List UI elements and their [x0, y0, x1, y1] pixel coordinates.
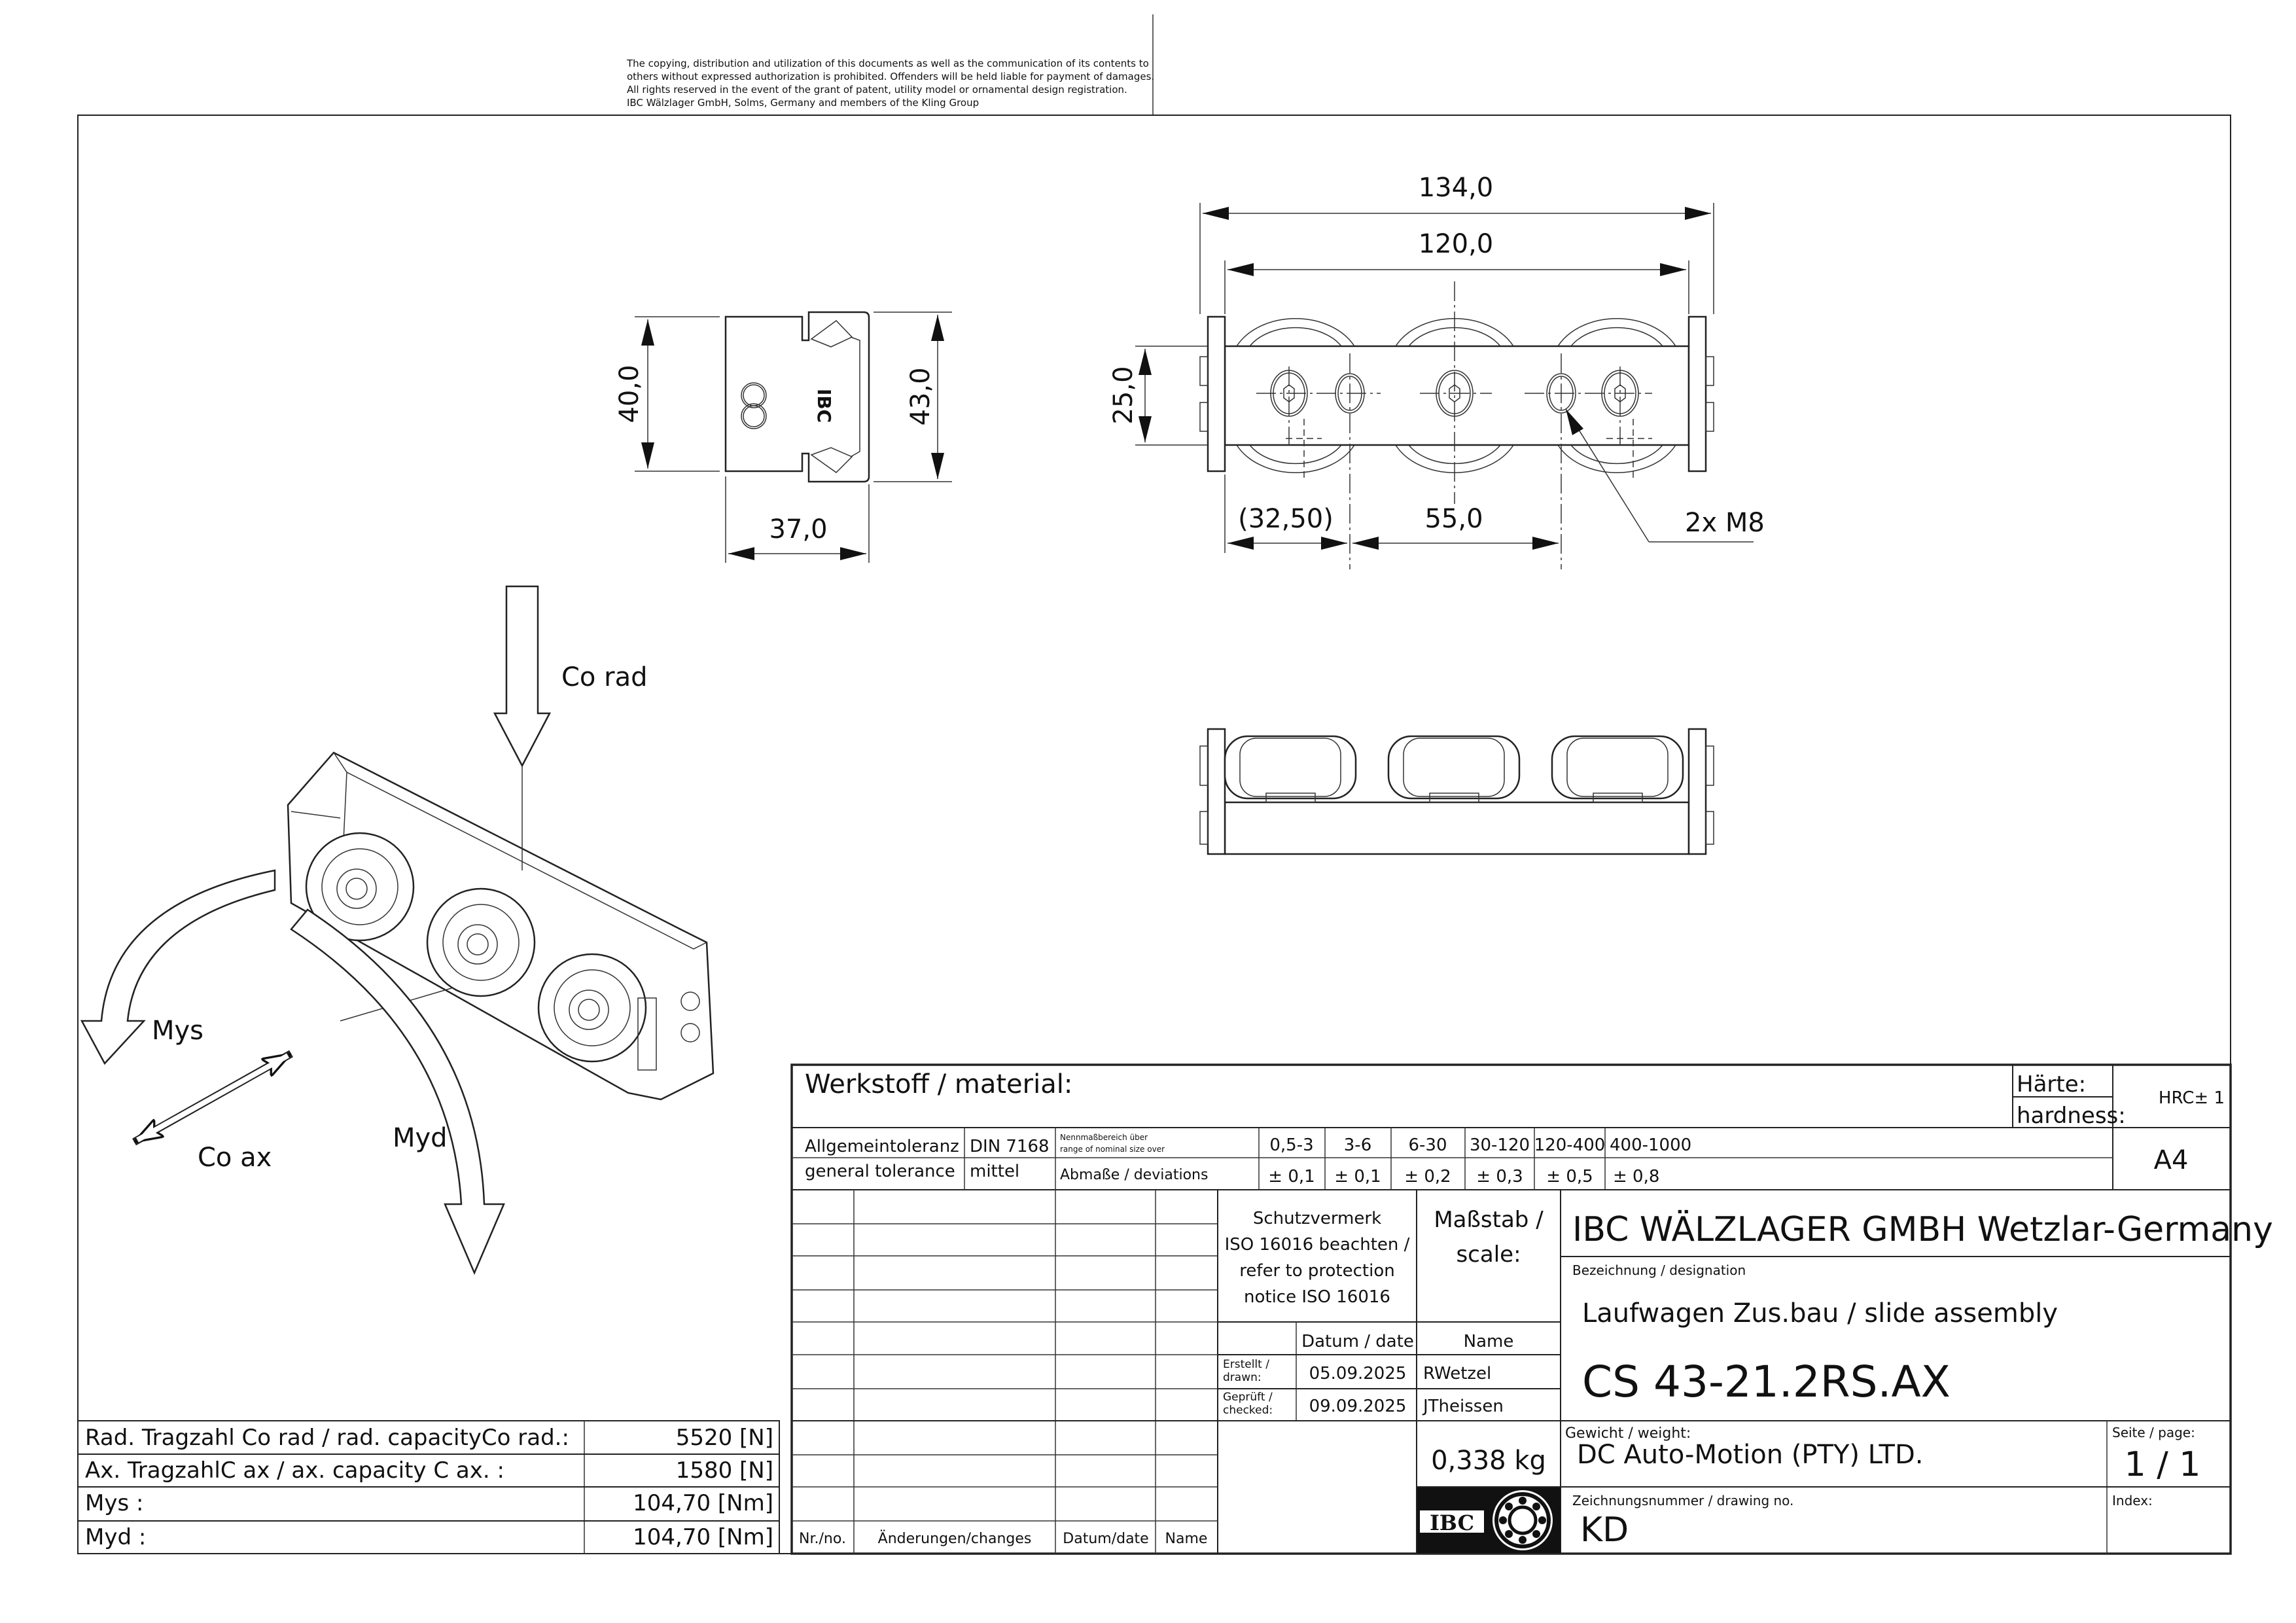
protection-note: notice ISO 16016: [1244, 1287, 1390, 1307]
drawn-name: RWetzel: [1423, 1364, 1491, 1383]
tolerance-deviation: ± 0,2: [1404, 1167, 1451, 1186]
scale-label: scale:: [1456, 1241, 1521, 1268]
dimension-pitch-55: 55,0: [1424, 504, 1483, 534]
revision-header-date: Datum/date: [1063, 1531, 1148, 1547]
tolerance-deviation: ± 0,1: [1268, 1167, 1315, 1186]
deviation-label: Abmaße / deviations: [1060, 1167, 1208, 1183]
capacity-value: 104,70 [Nm]: [633, 1524, 773, 1550]
copyright-notice: The copying, distribution and utilizatio…: [626, 14, 1154, 115]
top-view: 134,0 120,0 25,0 (32,50) 55,0 2x M8: [1108, 173, 1765, 569]
checked-label: checked:: [1223, 1404, 1273, 1417]
range-label-en: range of nominal size over: [1060, 1145, 1165, 1154]
drawn-label: drawn:: [1223, 1371, 1262, 1384]
end-view: IBC 40,0 43,0 37,0: [614, 311, 952, 563]
part-number: CS 43-21.2RS.AX: [1582, 1357, 1951, 1407]
customer-name: DC Auto-Motion (PTY) LTD.: [1577, 1440, 1923, 1470]
thread-callout: 2x M8: [1685, 508, 1765, 538]
svg-text:IBC: IBC: [1430, 1510, 1474, 1535]
dimension-width-37: 37,0: [769, 514, 827, 544]
weight-value: 0,338 kg: [1431, 1446, 1546, 1476]
page-value: 1 / 1: [2125, 1445, 2201, 1484]
material-label: Werkstoff / material:: [805, 1069, 1072, 1099]
capacity-value: 104,70 [Nm]: [633, 1490, 773, 1516]
weight-label: Gewicht / weight:: [1565, 1425, 1691, 1442]
date-header: Datum / date: [1301, 1332, 1414, 1351]
designation-label: Bezeichnung / designation: [1572, 1262, 1746, 1278]
load-label-co-rad: Co rad: [561, 662, 647, 692]
drawn-date: 05.09.2025: [1309, 1364, 1407, 1383]
ibc-logo: IBC: [1417, 1488, 1561, 1553]
load-label-co-ax: Co ax: [198, 1143, 272, 1173]
index-label: Index:: [2112, 1493, 2153, 1508]
dimension-height-43: 43,0: [906, 367, 936, 425]
revision-header-name: Name: [1165, 1531, 1208, 1547]
tolerance-standard: DIN 7168: [970, 1137, 1050, 1156]
protection-note: refer to protection: [1239, 1261, 1394, 1281]
tolerance-deviation: ± 0,3: [1476, 1167, 1523, 1186]
dimension-overall-134: 134,0: [1419, 173, 1494, 203]
drawing-no-label: Zeichnungsnummer / drawing no.: [1572, 1493, 1793, 1508]
copyright-line: others without expressed authorization i…: [627, 71, 1154, 82]
tolerance-deviation: ± 0,1: [1334, 1167, 1381, 1186]
tolerance-range: 0,5-3: [1269, 1135, 1313, 1155]
revision-header-changes: Änderungen/changes: [878, 1530, 1032, 1547]
dimension-plate-120: 120,0: [1419, 229, 1494, 259]
paper-size: A4: [2154, 1145, 2189, 1175]
company-name: IBC WÄLZLAGER GMBH Wetzlar-Germany: [1572, 1209, 2273, 1249]
checked-date: 09.09.2025: [1309, 1397, 1407, 1416]
hardness-label-en: hardness:: [2017, 1103, 2126, 1129]
tolerance-deviation: ± 0,5: [1546, 1167, 1593, 1186]
tolerance-range: 120-400: [1534, 1135, 1606, 1155]
capacity-label: Ax. TragzahlC ax / ax. capacity C ax. :: [85, 1457, 504, 1484]
tolerance-range: 3-6: [1344, 1135, 1371, 1155]
dimension-height-40: 40,0: [614, 365, 645, 423]
checked-label: Geprüft /: [1223, 1391, 1273, 1404]
designation: Laufwagen Zus.bau / slide assembly: [1582, 1298, 2058, 1329]
capacity-label: Myd :: [85, 1524, 146, 1550]
page-label: Seite / page:: [2112, 1425, 2195, 1440]
drawing-no: KD: [1580, 1510, 1629, 1550]
revision-header-no: Nr./no.: [799, 1531, 846, 1547]
copyright-line: The copying, distribution and utilizatio…: [626, 58, 1149, 69]
tolerance-class: mittel: [970, 1162, 1019, 1181]
tolerance-range: 400-1000: [1610, 1135, 1691, 1155]
capacity-value: 1580 [N]: [676, 1457, 773, 1484]
protection-note: ISO 16016 beachten /: [1225, 1235, 1410, 1255]
tolerance-label-en: general tolerance: [805, 1162, 955, 1181]
protection-note: Schutzvermerk: [1253, 1209, 1381, 1228]
name-header: Name: [1464, 1332, 1514, 1351]
tolerance-deviation: ± 0,8: [1613, 1167, 1659, 1186]
hardness-label-de: Härte:: [2017, 1071, 2086, 1097]
end-view-logo: IBC: [813, 389, 835, 423]
copyright-line: All rights reserved in the event of the …: [627, 84, 1127, 96]
moment-label-mys: Mys: [152, 1016, 203, 1046]
tolerance-label-de: Allgemeintoleranz: [805, 1137, 959, 1156]
tolerance-range: 30-120: [1470, 1135, 1530, 1155]
scale-label: Maßstab /: [1434, 1207, 1544, 1233]
title-block: Werkstoff / material: Härte: hardness: H…: [790, 1063, 2273, 1555]
capacity-label: Rad. Tragzahl Co rad / rad. capacityCo r…: [85, 1425, 569, 1451]
revision-table: Nr./no. Änderungen/changes Datum/date Na…: [792, 1190, 1218, 1554]
capacity-value: 5520 [N]: [676, 1425, 773, 1451]
dimension-height-25: 25,0: [1108, 366, 1139, 424]
checked-name: JTheissen: [1422, 1397, 1504, 1416]
moment-label-myd: Myd: [393, 1123, 448, 1153]
copyright-line: IBC Wälzlager GmbH, Solms, Germany and m…: [627, 97, 979, 109]
hardness-value: HRC± 1: [2159, 1088, 2225, 1108]
tolerance-range: 6-30: [1408, 1135, 1447, 1155]
capacity-label: Mys :: [85, 1490, 143, 1516]
side-view: [1199, 728, 1714, 855]
capacity-table: Rad. Tragzahl Co rad / rad. capacityCo r…: [77, 1420, 780, 1554]
dimension-offset: (32,50): [1238, 504, 1333, 534]
range-label-de: Nennmaßbereich über: [1060, 1133, 1148, 1142]
drawn-label: Erstellt /: [1223, 1358, 1269, 1371]
isometric-view: Co rad Mys Co ax Myd: [80, 585, 715, 1275]
